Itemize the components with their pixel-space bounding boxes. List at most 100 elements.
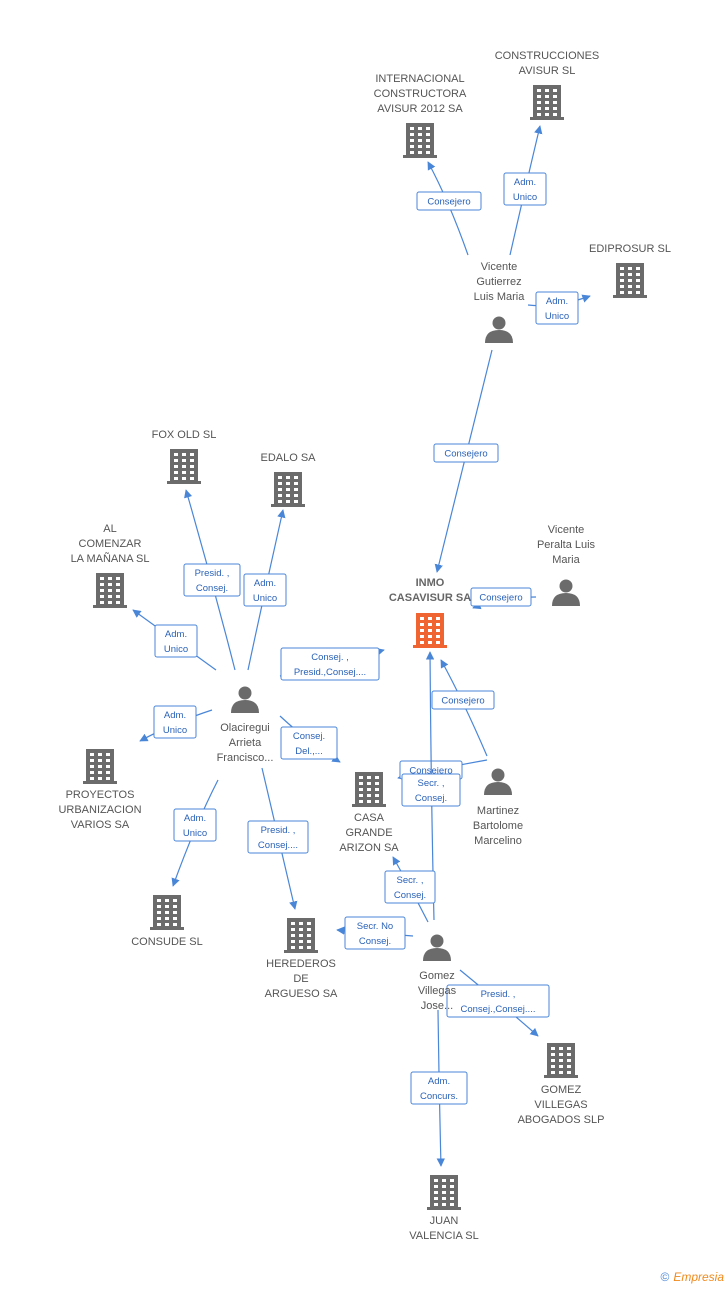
edge-label-box[interactable]: Secr. ,Consej. bbox=[384, 870, 436, 904]
edge-label-box[interactable]: Presid. ,Consej.,Consej.... bbox=[446, 984, 550, 1018]
node-label: Bartolome bbox=[473, 820, 523, 832]
edges-layer: ConsejeroAdm.UnicoAdm.UnicoConsejeroCons… bbox=[132, 125, 591, 1167]
building-icon bbox=[352, 772, 386, 807]
node-label: Francisco... bbox=[217, 752, 274, 764]
edge-label-box[interactable]: Adm. Unico bbox=[154, 624, 198, 658]
node-label: CONSUDE SL bbox=[131, 936, 203, 948]
edge-label-frame bbox=[344, 916, 406, 950]
edge-label-text: Secr. , bbox=[418, 778, 445, 789]
node-olaciregui[interactable]: OlacireguiArrietaFrancisco... bbox=[217, 686, 274, 765]
node-label: VARIOS SA bbox=[71, 819, 130, 831]
edge-olaciregui-to-al_comenzar: Adm. Unico bbox=[132, 609, 217, 671]
node-label: Peralta Luis bbox=[537, 539, 596, 551]
edge-label-text: Unico bbox=[164, 644, 188, 655]
edge-label-box[interactable]: Consejero bbox=[433, 443, 499, 463]
node-label: Olaciregui bbox=[220, 722, 270, 734]
edge-label-box[interactable]: Secr. ,Consej. bbox=[401, 773, 461, 807]
edge-label-text: Adm. bbox=[546, 296, 568, 307]
edge-label-box[interactable]: Adm.Unico bbox=[503, 172, 547, 206]
edge-label-box[interactable]: Consej.Del.,... bbox=[280, 726, 338, 760]
building-icon bbox=[613, 263, 647, 298]
edge-label-frame bbox=[416, 191, 482, 211]
building-icon bbox=[413, 613, 447, 648]
node-label: LA MAÑANA SL bbox=[71, 552, 150, 565]
node-fox-old[interactable]: FOX OLD SL bbox=[152, 429, 217, 484]
edge-olaciregui-to-inmo: Consej. ,Presid.,Consej.... bbox=[279, 647, 385, 681]
edge-label-text: Consej. bbox=[293, 731, 325, 742]
node-label: PROYECTOS bbox=[66, 789, 135, 801]
edge-label-box[interactable]: Consejero bbox=[470, 587, 532, 607]
edge-label-frame bbox=[153, 705, 197, 739]
edge-label-text: Unico bbox=[253, 593, 277, 604]
building-icon bbox=[530, 85, 564, 120]
edge-label-box[interactable]: Presid. ,Consej.... bbox=[247, 820, 309, 854]
edge-label-box[interactable]: Consejero bbox=[416, 191, 482, 211]
node-consude[interactable]: CONSUDE SL bbox=[131, 895, 203, 948]
node-label: AVISUR 2012 SA bbox=[377, 103, 463, 115]
building-icon bbox=[271, 472, 305, 507]
edge-label-box[interactable]: Consej. ,Presid.,Consej.... bbox=[280, 647, 380, 681]
node-label: CONSTRUCTORA bbox=[374, 88, 467, 100]
edge-gomez_villegas-to-gomez_abogados: Presid. ,Consej.,Consej.... bbox=[446, 969, 550, 1037]
edge-label-text: Adm. bbox=[514, 177, 536, 188]
node-label: INMO bbox=[416, 577, 445, 589]
edge-label-text: Consej. bbox=[394, 890, 426, 901]
edge-label-text: Adm. bbox=[428, 1076, 450, 1087]
person-icon bbox=[231, 686, 259, 713]
node-label: Luis Maria bbox=[474, 291, 526, 303]
node-gomez-villegas[interactable]: GomezVillegasJose... bbox=[418, 934, 457, 1013]
edge-martinez-to-inmo: Consejero bbox=[431, 659, 495, 757]
edge-label-box[interactable]: Adm.Unico bbox=[173, 808, 217, 842]
node-label: GRANDE bbox=[345, 827, 392, 839]
edge-label-box[interactable]: Consejero bbox=[431, 690, 495, 710]
person-icon bbox=[423, 934, 451, 961]
edge-label-box[interactable]: Adm.Unico bbox=[243, 573, 287, 607]
node-label: Villegas bbox=[418, 985, 457, 997]
edge-vicente_gutierrez-to-inmo: Consejero bbox=[433, 349, 499, 573]
edge-label-box[interactable]: Presid. ,Consej. bbox=[183, 563, 241, 597]
edge-label-text: Adm. bbox=[164, 710, 186, 721]
edge-label-box[interactable]: Adm.Concurs. bbox=[410, 1071, 468, 1105]
edge-label-frame bbox=[431, 690, 495, 710]
edge-label-box[interactable]: Adm.Unico bbox=[535, 291, 579, 325]
edge-label-frame bbox=[154, 624, 198, 658]
node-label: COMENZAR bbox=[79, 538, 142, 550]
edge-label-frame bbox=[384, 870, 436, 904]
edge-label-box[interactable]: Adm.Unico bbox=[153, 705, 197, 739]
building-icon bbox=[167, 449, 201, 484]
node-label: ABOGADOS SLP bbox=[518, 1114, 605, 1126]
edge-label-text: Consej. bbox=[359, 936, 391, 947]
node-label: Jose... bbox=[421, 1000, 453, 1012]
node-label: DE bbox=[293, 973, 308, 985]
edge-label-text: Consej.,Consej.... bbox=[461, 1004, 536, 1015]
node-label: ARIZON SA bbox=[339, 842, 399, 854]
edge-label-frame bbox=[410, 1071, 468, 1105]
building-icon bbox=[284, 918, 318, 953]
edge-gomez_villegas-to-juan_valencia: Adm.Concurs. bbox=[410, 1009, 468, 1167]
node-label: GOMEZ bbox=[541, 1084, 582, 1096]
footer-brand: ©Empresia bbox=[660, 1270, 724, 1284]
node-label: Vicente bbox=[481, 261, 518, 273]
edge-label-frame bbox=[535, 291, 579, 325]
edge-label-text: Adm. bbox=[165, 629, 187, 640]
node-ediprosur[interactable]: EDIPROSUR SL bbox=[589, 243, 671, 298]
node-edalo[interactable]: EDALO SA bbox=[260, 452, 316, 507]
edge-label-text: Secr. No bbox=[357, 921, 393, 932]
edge-label-box[interactable]: Secr. No Consej. bbox=[344, 916, 406, 950]
edge-olaciregui-to-casa_grande: Consej.Del.,... bbox=[279, 715, 341, 763]
person-icon bbox=[485, 316, 513, 343]
edge-label-frame bbox=[243, 573, 287, 607]
